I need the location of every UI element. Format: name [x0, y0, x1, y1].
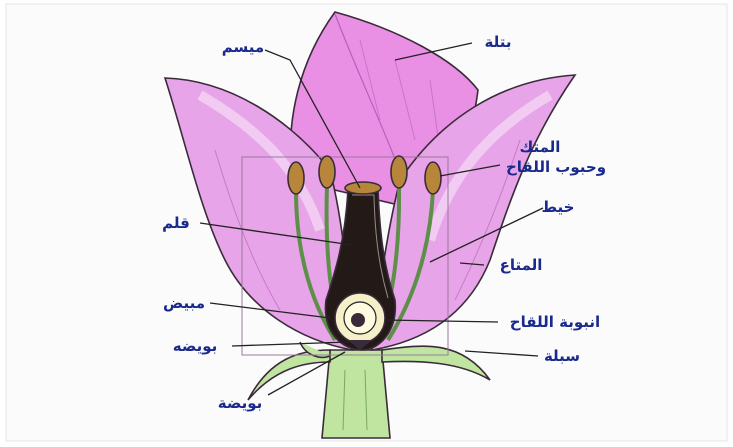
label-filament: خيط [542, 198, 575, 216]
stigma [345, 182, 381, 194]
anther-3 [391, 156, 407, 188]
label-stigma: ميسم [222, 38, 264, 56]
anther-2 [319, 156, 335, 188]
label-ovule: بويضة [218, 394, 263, 412]
label-anther: المتك [520, 138, 561, 156]
label-ovary: مبيض [163, 294, 205, 312]
label-pollen-tube: انبوبة اللقاح [510, 313, 600, 331]
anther-4 [425, 162, 441, 194]
label-ovule-small: بويضه [173, 337, 218, 355]
label-receptacle: المتاع [500, 256, 543, 274]
anther-1 [288, 162, 304, 194]
label-petal: بتلة [485, 33, 512, 51]
label-sepal: سبلة [544, 347, 580, 365]
ovule-core [351, 313, 365, 327]
label-style: قلم [162, 214, 190, 232]
stem [322, 350, 390, 438]
label-pollen-grains: وحبوب اللقاح [506, 158, 606, 176]
